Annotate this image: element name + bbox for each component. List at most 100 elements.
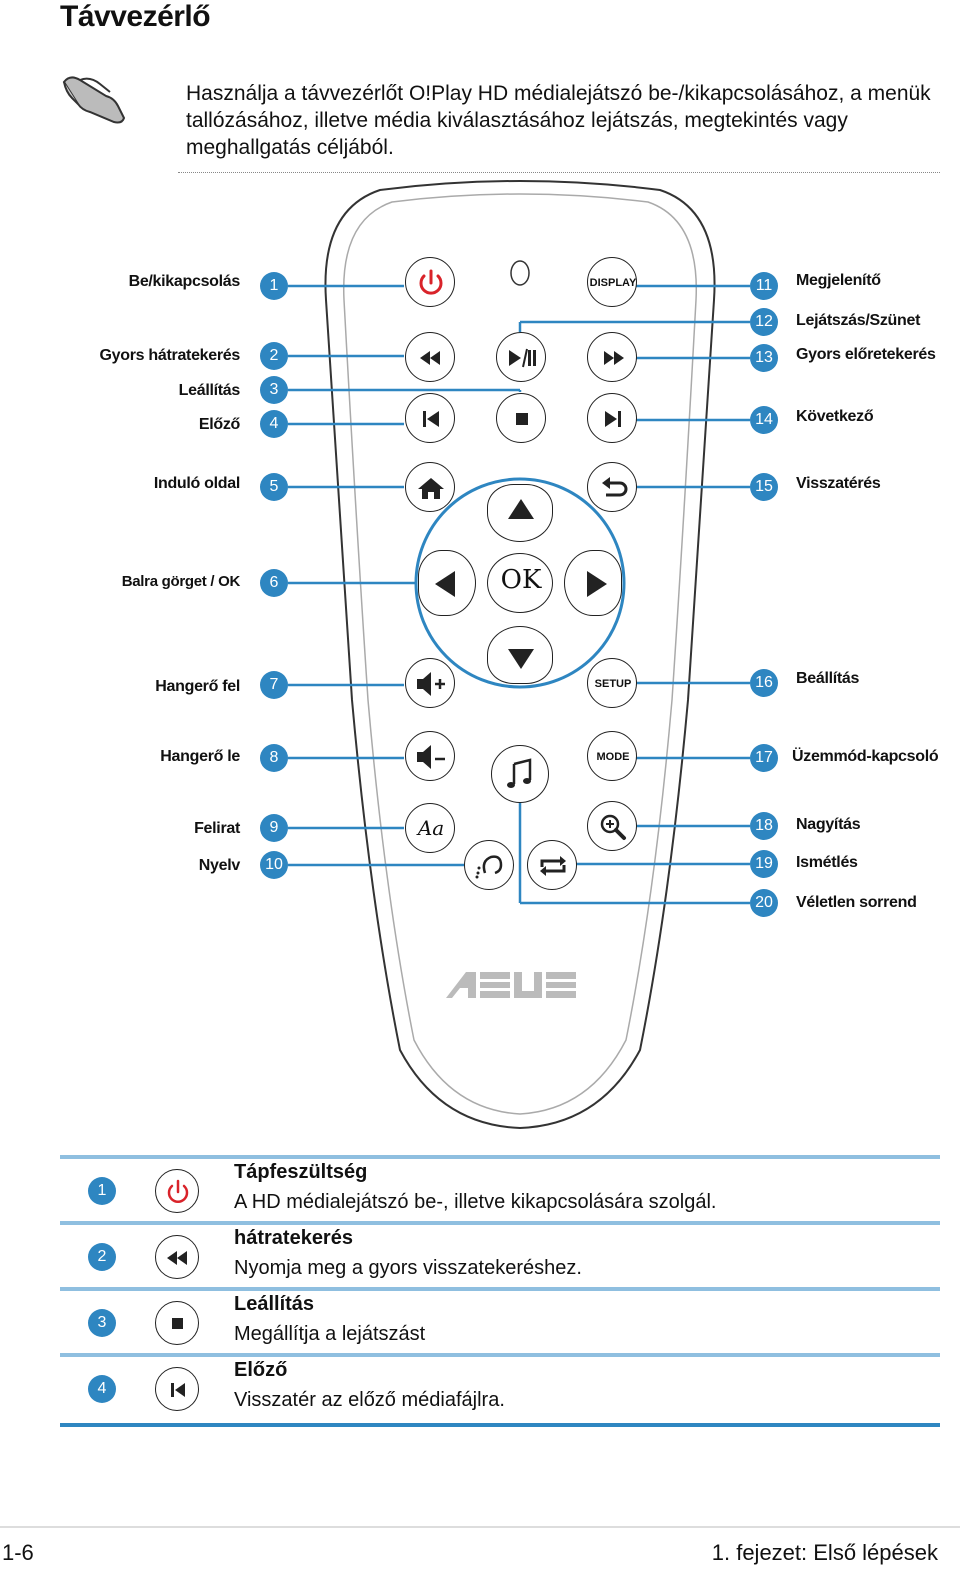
- arrow-left-icon: [435, 571, 455, 597]
- play-pause-icon: [509, 348, 536, 368]
- label-zoom: Nagyítás: [796, 816, 861, 833]
- row-title: Leállítás: [234, 1293, 315, 1315]
- volume-up-button[interactable]: [405, 658, 455, 708]
- callout-15: 15: [750, 473, 778, 501]
- fast-forward-button[interactable]: [587, 332, 637, 382]
- right-button[interactable]: [564, 550, 622, 616]
- callout-16: 16: [750, 669, 778, 697]
- play-pause-button[interactable]: [496, 332, 546, 382]
- rewind-icon: [155, 1235, 199, 1279]
- setup-button[interactable]: SETUP: [587, 658, 637, 708]
- label-next: Következő: [796, 408, 874, 425]
- subtitle-icon: Aa: [417, 816, 445, 840]
- callout-1: 1: [260, 272, 288, 300]
- stop-icon: [155, 1301, 199, 1345]
- home-icon: [418, 478, 444, 499]
- music-button[interactable]: [491, 745, 549, 803]
- label-home: Induló oldal: [153, 475, 240, 492]
- row-description: Megállítja a lejátszást: [234, 1323, 426, 1345]
- power-button[interactable]: [405, 257, 455, 307]
- down-button[interactable]: [487, 626, 553, 684]
- callout-3: 3: [260, 376, 288, 404]
- label-stop: Leállítás: [178, 382, 241, 399]
- language-button[interactable]: [464, 840, 514, 890]
- ok-button-label: OK: [500, 565, 542, 595]
- table-row: 4 Előző Visszatér az előző médiafájlra.: [60, 1353, 940, 1427]
- music-note-icon: [507, 758, 532, 788]
- ok-button[interactable]: OK: [487, 553, 553, 613]
- callout-9: 9: [260, 814, 288, 842]
- volume-down-icon: [417, 745, 445, 769]
- row-description: Nyomja meg a gyors visszatekeréshez.: [234, 1257, 582, 1279]
- label-subtitle: Felirat: [194, 820, 240, 837]
- callout-18: 18: [750, 812, 778, 840]
- rewind-button[interactable]: [405, 332, 455, 382]
- previous-button[interactable]: [405, 393, 455, 443]
- asus-logo: [446, 972, 576, 998]
- previous-icon: [155, 1367, 199, 1411]
- label-return: Visszatérés: [796, 475, 881, 492]
- chapter-title: 1. fejezet: Első lépések: [711, 1540, 938, 1565]
- subtitle-button[interactable]: Aa: [405, 803, 455, 853]
- previous-icon: [423, 411, 439, 427]
- label-play-pause: Lejátszás/Szünet: [796, 312, 921, 329]
- table-row: 1 Tápfeszültség A HD médialejátszó be-, …: [60, 1155, 940, 1225]
- display-button[interactable]: DISPLAY: [587, 257, 637, 307]
- zoom-icon: [600, 814, 626, 840]
- callout-10: 10: [260, 851, 288, 879]
- row-title: Előző: [234, 1359, 288, 1381]
- next-button[interactable]: [587, 393, 637, 443]
- up-button[interactable]: [487, 484, 553, 542]
- home-button[interactable]: [405, 462, 455, 512]
- stop-icon: [516, 413, 528, 425]
- left-button[interactable]: [418, 550, 476, 616]
- audio-language-icon: [475, 855, 503, 879]
- rewind-icon: [420, 351, 440, 365]
- display-button-label: DISPLAY: [589, 277, 637, 289]
- label-rewind: Gyors hátratekerés: [99, 347, 241, 364]
- label-shuffle: Véletlen sorrend: [796, 894, 917, 911]
- label-previous: Előző: [198, 416, 240, 433]
- mode-button[interactable]: MODE: [587, 731, 637, 781]
- callout-11: 11: [750, 272, 778, 300]
- return-icon: [602, 477, 628, 497]
- label-setup: Beállítás: [796, 670, 860, 687]
- label-scroll-ok: Balra görget / OK: [121, 573, 241, 590]
- return-button[interactable]: [587, 462, 637, 512]
- callout-13: 13: [750, 344, 778, 372]
- callout-4: 4: [260, 410, 288, 438]
- row-number: 2: [88, 1243, 116, 1271]
- next-icon: [605, 411, 621, 427]
- callout-2: 2: [260, 342, 288, 370]
- row-number: 3: [88, 1309, 116, 1337]
- zoom-button[interactable]: [587, 801, 637, 851]
- volume-up-icon: [417, 672, 445, 696]
- row-title: Tápfeszültség: [234, 1161, 368, 1183]
- arrow-down-icon: [508, 649, 534, 669]
- stop-button[interactable]: [496, 393, 546, 443]
- row-description: A HD médialejátszó be-, illetve kikapcso…: [234, 1191, 717, 1213]
- label-fast-forward: Gyors előretekerés: [796, 346, 936, 363]
- table-row: 2 hátratekerés Nyomja meg a gyors vissza…: [60, 1221, 940, 1291]
- row-description: Visszatér az előző médiafájlra.: [234, 1389, 505, 1411]
- label-volume-down: Hangerő le: [160, 748, 240, 765]
- row-number: 4: [88, 1375, 116, 1403]
- label-language: Nyelv: [198, 857, 241, 874]
- table-row: 3 Leállítás Megállítja a lejátszást: [60, 1287, 940, 1357]
- repeat-button[interactable]: [527, 840, 577, 890]
- label-display: Megjelenítő: [796, 272, 881, 289]
- mode-button-label: MODE: [596, 751, 630, 763]
- note-text: Használja a távvezérlőt O!Play HD médial…: [186, 82, 931, 159]
- callout-6: 6: [260, 569, 288, 597]
- page-number: 1-6: [2, 1540, 34, 1565]
- power-icon: [155, 1169, 199, 1213]
- label-volume-up: Hangerő fel: [155, 678, 240, 695]
- volume-down-button[interactable]: [405, 731, 455, 781]
- callout-20: 20: [750, 889, 778, 917]
- power-icon: [419, 269, 443, 295]
- fast-forward-icon: [604, 351, 624, 365]
- row-title: hátratekerés: [234, 1227, 353, 1249]
- label-mode: Üzemmód-kapcsoló: [792, 748, 939, 765]
- callout-7: 7: [260, 671, 288, 699]
- label-power: Be/kikapcsolás: [128, 273, 241, 290]
